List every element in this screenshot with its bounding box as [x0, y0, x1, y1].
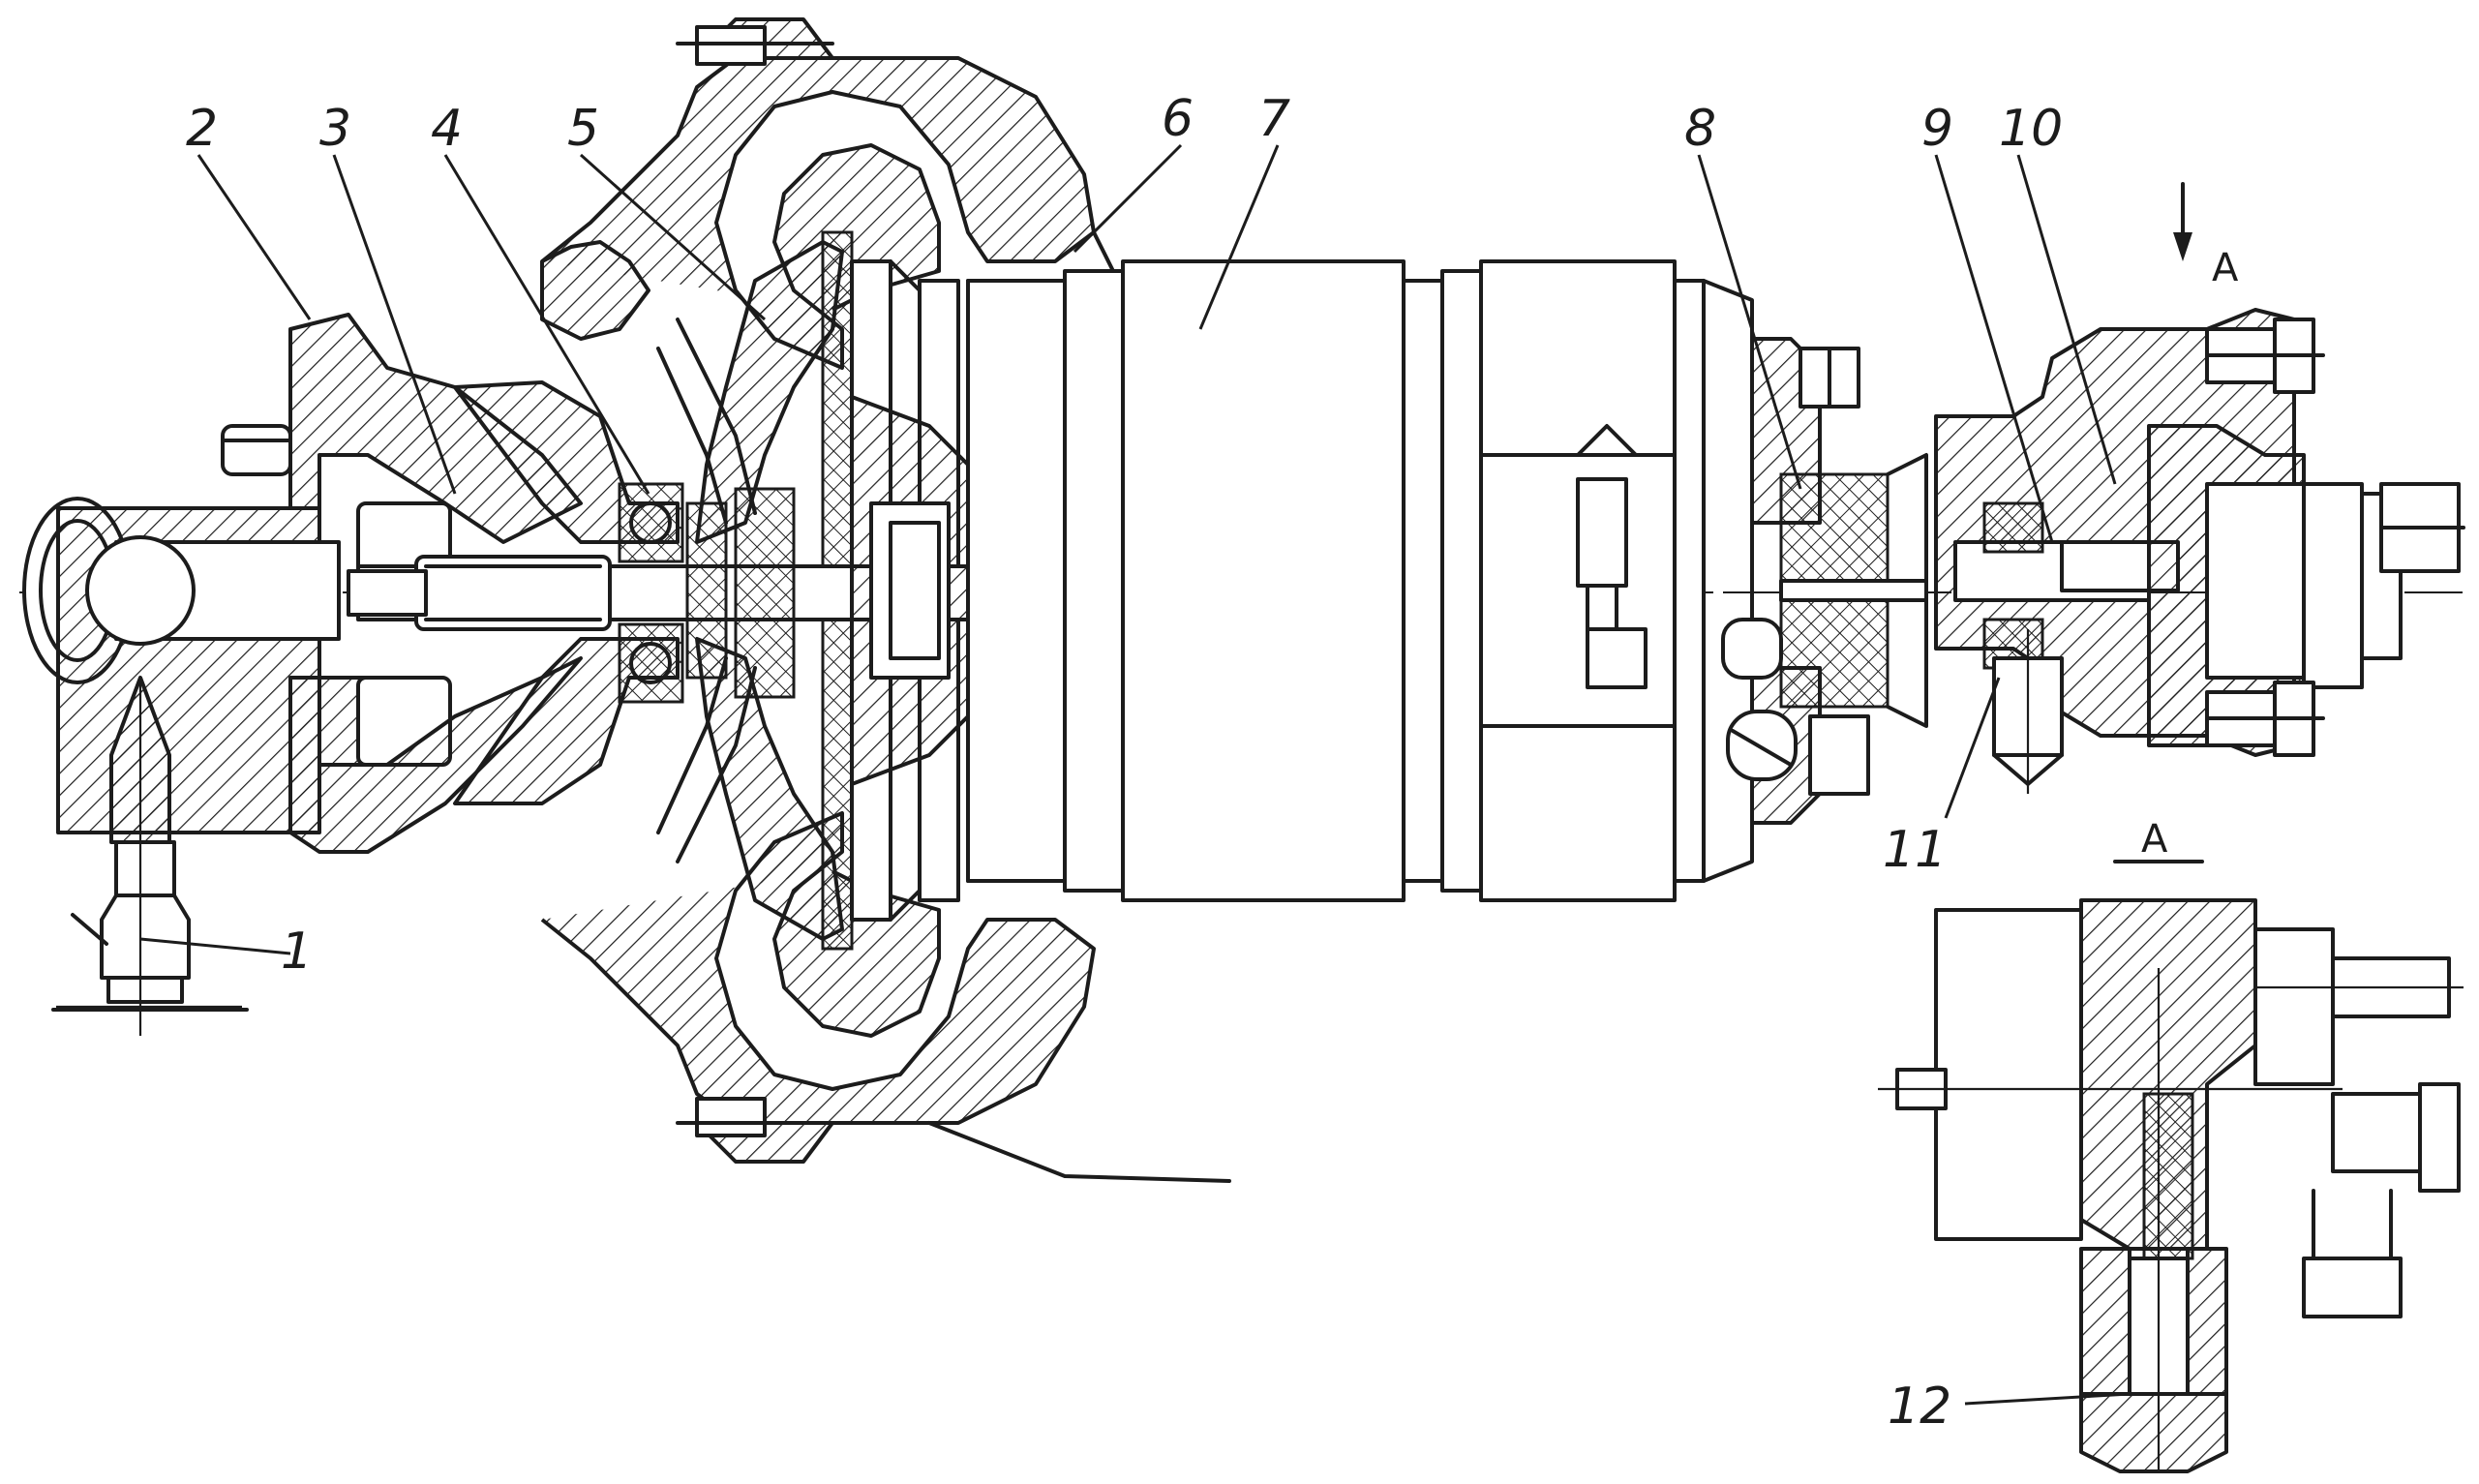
- callout-2: 2: [186, 100, 218, 158]
- drain-valve: [51, 676, 249, 1036]
- callout-9: 9: [1921, 100, 1953, 158]
- leader-lines: [139, 143, 2131, 1406]
- view-title: A: [2141, 817, 2168, 862]
- callout-7: 7: [1258, 90, 1290, 148]
- view-a-detail: [1878, 898, 2464, 1473]
- view-arrow: [2173, 182, 2192, 261]
- callout-3: 3: [319, 100, 351, 158]
- seal-ring: [685, 487, 796, 699]
- callout-6: 6: [1162, 90, 1194, 148]
- view-arrow-label: A: [2212, 246, 2239, 290]
- callout-4: 4: [431, 100, 463, 158]
- oil-pump: [1934, 308, 2465, 794]
- compressor-volute: [540, 17, 1231, 1183]
- callout-12: 12: [1888, 1378, 1951, 1436]
- callout-10: 10: [1999, 100, 2063, 158]
- callout-8: 8: [1684, 100, 1716, 158]
- callout-5: 5: [567, 100, 599, 158]
- motor-body: [966, 259, 1754, 902]
- callout-11: 11: [1883, 821, 1947, 879]
- callout-1: 1: [281, 923, 313, 981]
- bearing-left: [618, 482, 684, 704]
